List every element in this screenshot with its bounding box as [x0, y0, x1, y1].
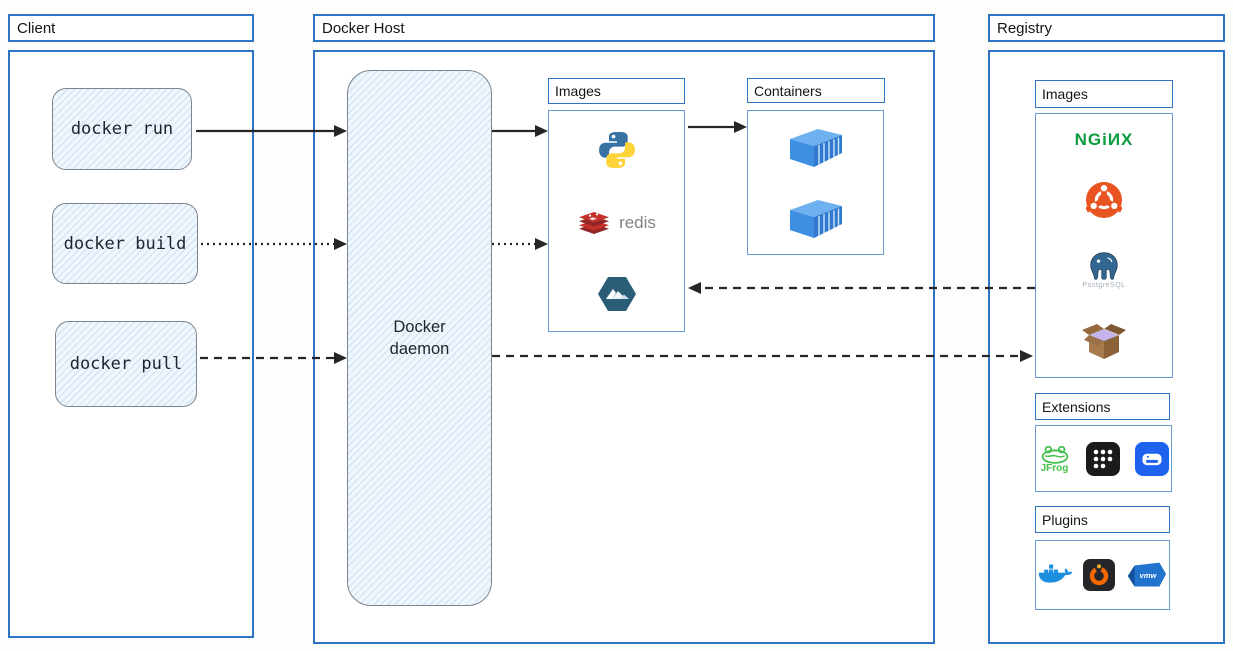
containers-title-box: Containers	[747, 78, 885, 103]
extensions-title: Extensions	[1042, 398, 1111, 415]
python-icon	[598, 132, 635, 169]
drive-app-icon	[1134, 441, 1169, 476]
registry-images-box: NGiИX PostgreSQL	[1035, 113, 1173, 378]
nginx-icon: NGiИX	[1074, 130, 1134, 150]
registry-title: Registry	[997, 19, 1053, 37]
plugins-title: Plugins	[1042, 511, 1088, 528]
registry-images-title: Images	[1042, 86, 1088, 102]
vmware-icon: vmw	[1128, 562, 1167, 587]
host-images-title-box: Images	[548, 78, 685, 104]
registry-title-box: Registry	[988, 14, 1225, 42]
docker-daemon-box: Docker daemon	[347, 70, 492, 606]
docker-host-title-box: Docker Host	[313, 14, 935, 42]
client-title-box: Client	[8, 14, 254, 42]
package-box-icon	[1082, 323, 1126, 359]
postgresql-icon	[1090, 251, 1118, 280]
docker-pull-label: docker pull	[69, 354, 183, 374]
redis-row: redis	[577, 208, 656, 238]
plugins-title-box: Plugins	[1035, 506, 1170, 533]
extensions-title-box: Extensions	[1035, 393, 1170, 420]
docker-build-label: docker build	[63, 233, 187, 254]
docker-pull-box: docker pull	[55, 321, 197, 407]
jfrog-label: JFrog	[1040, 462, 1069, 474]
host-images-box: redis	[548, 110, 685, 332]
redis-label: redis	[619, 212, 656, 232]
docker-whale-icon	[1038, 564, 1073, 583]
containers-title: Containers	[754, 82, 822, 99]
containers-box	[747, 110, 884, 255]
registry-images-title-box: Images	[1035, 80, 1173, 108]
ubuntu-icon	[1086, 182, 1122, 219]
docker-host-title: Docker Host	[322, 19, 405, 37]
grafana-icon	[1083, 559, 1116, 591]
postgresql-logo: PostgreSQL	[1082, 251, 1125, 289]
plugins-box: vmw	[1035, 540, 1170, 610]
jfrog-icon	[1041, 445, 1068, 464]
container-icon	[789, 200, 842, 239]
vmware-label: vmw	[1140, 571, 1158, 580]
jfrog-logo: JFrog	[1039, 444, 1071, 474]
docker-run-box: docker run	[52, 88, 192, 170]
client-title: Client	[17, 19, 56, 37]
app-grid-icon	[1085, 441, 1120, 476]
redis-icon	[579, 211, 610, 234]
container-icon	[789, 128, 842, 167]
host-images-title: Images	[555, 83, 601, 99]
postgresql-label: PostgreSQL	[1082, 281, 1126, 289]
docker-run-label: docker run	[70, 119, 174, 139]
extensions-box: JFrog	[1035, 425, 1172, 492]
alpine-icon	[597, 276, 636, 311]
docker-build-box: docker build	[52, 203, 198, 284]
docker-daemon-label: Docker daemon	[389, 317, 450, 358]
